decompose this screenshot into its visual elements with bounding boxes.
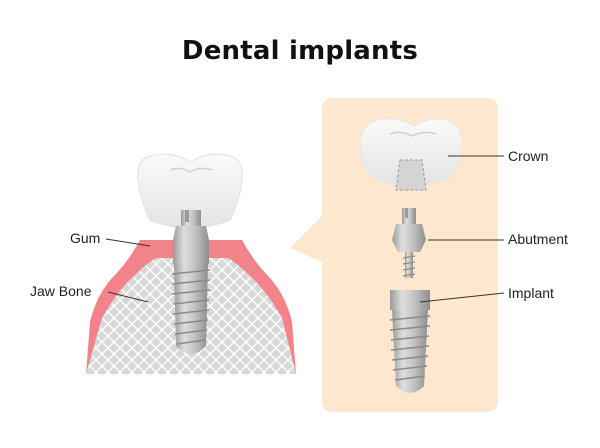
label-gum: Gum (70, 230, 101, 246)
diagram-title: Dental implants (181, 36, 419, 66)
crown-shape (137, 153, 243, 229)
label-abutment: Abutment (508, 231, 568, 247)
exploded-crown (359, 118, 463, 191)
leader-lines (105, 155, 505, 303)
label-crown: Crown (508, 148, 549, 164)
exploded-implant (389, 290, 431, 393)
exploded-abutment (392, 208, 426, 278)
installed-implant (86, 153, 296, 374)
label-implant: Implant (508, 285, 554, 301)
label-jaw-bone: Jaw Bone (30, 283, 92, 299)
